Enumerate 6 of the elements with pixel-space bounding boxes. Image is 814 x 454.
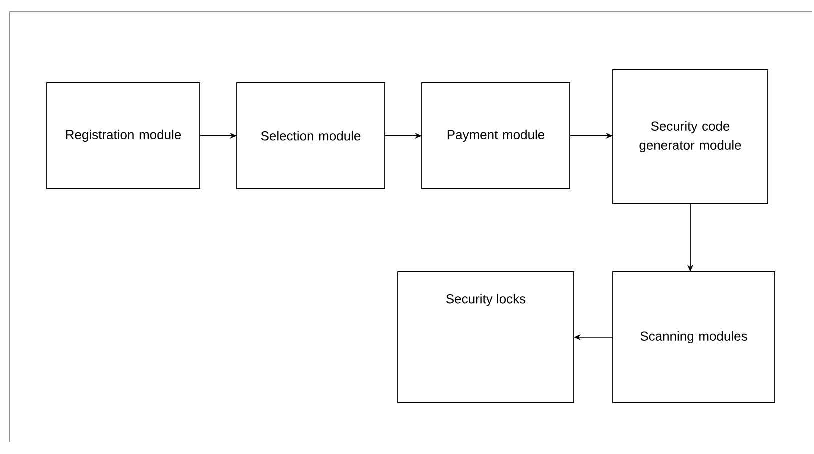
module-box: Selection module xyxy=(236,82,386,190)
module-box: Scanning modules xyxy=(612,272,776,404)
module-box: Registration module xyxy=(46,82,200,190)
module-box: Security locks xyxy=(398,272,574,404)
module-box: Security code generator module xyxy=(612,70,768,204)
module-box: Payment module xyxy=(422,82,570,190)
